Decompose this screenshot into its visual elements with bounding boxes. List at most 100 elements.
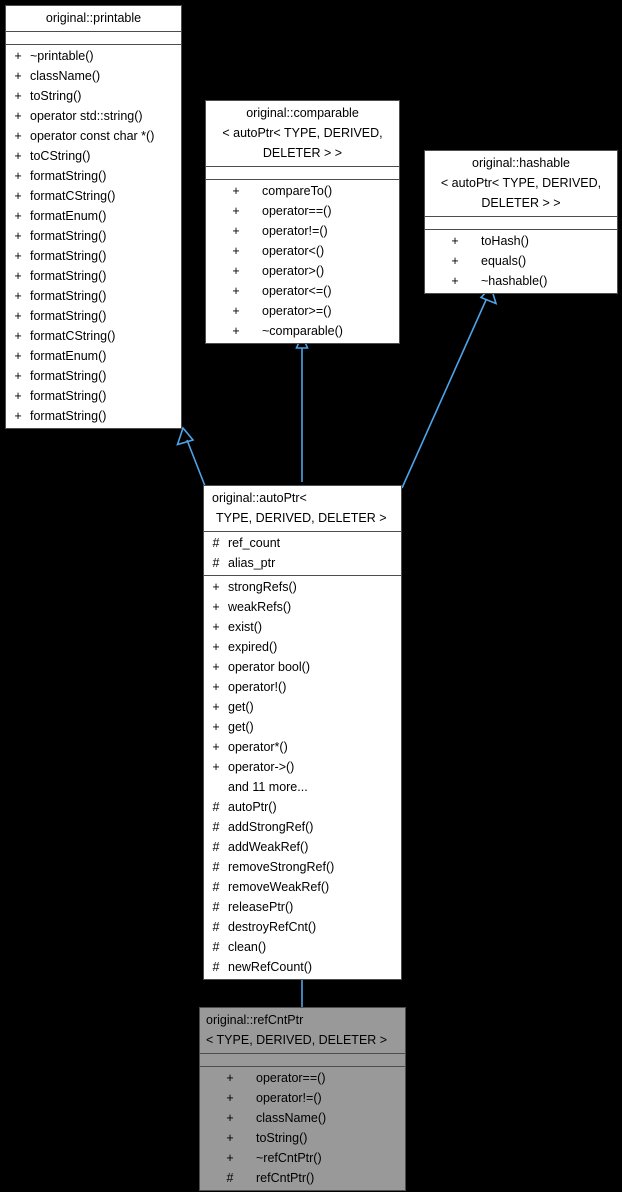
method-row[interactable]: +operator*(): [204, 737, 401, 757]
method-row[interactable]: #destroyRefCnt(): [204, 917, 401, 937]
method-row[interactable]: +expired(): [204, 637, 401, 657]
method-row[interactable]: +operator==(): [200, 1068, 405, 1088]
class-box-hashable[interactable]: original::hashable < autoPtr< TYPE, DERI…: [424, 150, 618, 294]
method-row[interactable]: +formatCString(): [6, 326, 181, 346]
method-row[interactable]: #clean(): [204, 937, 401, 957]
class-title-line: original::autoPtr<: [212, 491, 307, 505]
class-box-comparable[interactable]: original::comparable < autoPtr< TYPE, DE…: [205, 100, 400, 344]
method-row[interactable]: +formatString(): [6, 286, 181, 306]
visibility-marker: #: [212, 556, 220, 570]
visibility-marker: +: [212, 660, 220, 674]
edge-autoptr-printable: [176, 426, 206, 487]
method-name: ~hashable(): [481, 274, 548, 288]
method-row[interactable]: +~refCntPtr(): [200, 1148, 405, 1168]
method-row[interactable]: +operator>=(): [206, 301, 399, 321]
method-row[interactable]: +~hashable(): [425, 271, 617, 291]
visibility-marker: +: [14, 209, 22, 223]
method-row[interactable]: +toString(): [200, 1128, 405, 1148]
method-row[interactable]: +formatString(): [6, 226, 181, 246]
method-row[interactable]: +formatString(): [6, 386, 181, 406]
method-row[interactable]: +weakRefs(): [204, 597, 401, 617]
method-row[interactable]: +strongRefs(): [204, 577, 401, 597]
method-row[interactable]: #removeStrongRef(): [204, 857, 401, 877]
method-row[interactable]: #addStrongRef(): [204, 817, 401, 837]
method-row[interactable]: +formatString(): [6, 406, 181, 426]
method-row[interactable]: +operator<(): [206, 241, 399, 261]
method-row[interactable]: +formatString(): [6, 166, 181, 186]
visibility-marker: +: [212, 580, 220, 594]
method-row[interactable]: +exist(): [204, 617, 401, 637]
method-name: operator>=(): [262, 304, 332, 318]
edge-autoptr-hashable: [401, 285, 498, 489]
method-row[interactable]: #removeWeakRef(): [204, 877, 401, 897]
method-row[interactable]: +equals(): [425, 251, 617, 271]
visibility-marker: +: [212, 600, 220, 614]
visibility-marker: +: [14, 349, 22, 363]
method-row[interactable]: #addWeakRef(): [204, 837, 401, 857]
attribute-row[interactable]: # ref_count: [204, 533, 401, 553]
attribute-name: ref_count: [228, 536, 281, 550]
method-row[interactable]: +toString(): [6, 86, 181, 106]
attribute-row[interactable]: #alias_ptr: [204, 553, 401, 573]
method-name: formatString(): [30, 229, 107, 243]
visibility-marker: #: [212, 920, 220, 934]
method-row[interactable]: +toHash(): [425, 231, 617, 251]
method-row[interactable]: #releasePtr(): [204, 897, 401, 917]
method-name: className(): [256, 1111, 327, 1125]
method-row[interactable]: +get(): [204, 697, 401, 717]
visibility-marker: +: [451, 254, 459, 268]
class-methods-autoptr: +strongRefs() +weakRefs() +exist() +expi…: [204, 575, 401, 979]
class-box-printable[interactable]: original::printable +~printable() +class…: [5, 5, 182, 429]
method-row[interactable]: +toCString(): [6, 146, 181, 166]
class-title-line: < TYPE, DERIVED, DELETER >: [206, 1033, 388, 1047]
class-box-autoptr[interactable]: original::autoPtr< TYPE, DERIVED, DELETE…: [203, 485, 402, 980]
method-row-more[interactable]: and 11 more...: [204, 777, 401, 797]
method-row[interactable]: +operator!=(): [200, 1088, 405, 1108]
method-row[interactable]: +operator->(): [204, 757, 401, 777]
class-methods-hashable: +toHash() +equals() +~hashable(): [425, 229, 617, 293]
method-row[interactable]: +compareTo(): [206, 181, 399, 201]
method-row[interactable]: #autoPtr(): [204, 797, 401, 817]
class-methods-printable: +~printable() +className() +toString() +…: [6, 44, 181, 428]
visibility-marker: +: [14, 269, 22, 283]
method-row[interactable]: +formatEnum(): [6, 346, 181, 366]
method-row[interactable]: +className(): [6, 66, 181, 86]
method-row[interactable]: +operator==(): [206, 201, 399, 221]
method-name: formatCString(): [30, 189, 116, 203]
method-name: exist(): [228, 620, 263, 634]
visibility-marker: +: [232, 324, 240, 338]
method-row[interactable]: +operator bool(): [204, 657, 401, 677]
method-row[interactable]: +operator!(): [204, 677, 401, 697]
class-title-line: TYPE, DERIVED, DELETER >: [216, 511, 387, 525]
method-row[interactable]: + className(): [200, 1108, 405, 1128]
method-row[interactable]: +formatString(): [6, 246, 181, 266]
visibility-marker: +: [232, 184, 240, 198]
method-row[interactable]: +~printable(): [6, 46, 181, 66]
method-name: operator==(): [262, 204, 332, 218]
visibility-marker: #: [212, 536, 220, 550]
class-attributes-printable: [6, 31, 181, 44]
method-row[interactable]: +formatString(): [6, 266, 181, 286]
method-row[interactable]: +formatString(): [6, 306, 181, 326]
method-row[interactable]: +operator std::string(): [6, 106, 181, 126]
method-row[interactable]: +get(): [204, 717, 401, 737]
method-row[interactable]: +formatString(): [6, 366, 181, 386]
method-row[interactable]: +formatCString(): [6, 186, 181, 206]
visibility-marker: +: [14, 149, 22, 163]
method-row[interactable]: +operator<=(): [206, 281, 399, 301]
method-row[interactable]: #refCntPtr(): [200, 1168, 405, 1188]
method-row[interactable]: +formatEnum(): [6, 206, 181, 226]
method-row[interactable]: +operator>(): [206, 261, 399, 281]
class-box-refcntptr[interactable]: original::refCntPtr < TYPE, DERIVED, DEL…: [199, 1007, 406, 1191]
class-title-line: < autoPtr< TYPE, DERIVED,: [440, 176, 602, 190]
method-row[interactable]: +~comparable(): [206, 321, 399, 341]
class-title-autoptr: original::autoPtr< TYPE, DERIVED, DELETE…: [204, 486, 401, 531]
visibility-marker: +: [14, 369, 22, 383]
visibility-marker: +: [226, 1111, 234, 1125]
method-row[interactable]: +operator!=(): [206, 221, 399, 241]
class-title-line: DELETER > >: [262, 146, 343, 160]
method-row[interactable]: #newRefCount(): [204, 957, 401, 977]
visibility-marker: +: [451, 234, 459, 248]
visibility-marker: +: [226, 1091, 234, 1105]
method-row[interactable]: +operator const char *(): [6, 126, 181, 146]
